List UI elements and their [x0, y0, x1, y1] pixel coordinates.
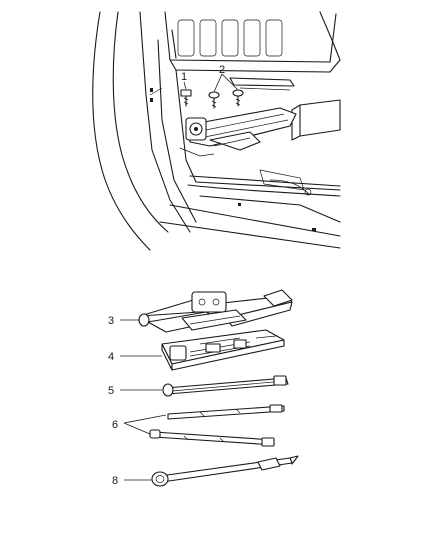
callout-4: 4 [108, 351, 114, 363]
fastener-2a [208, 91, 220, 109]
leader-6 [123, 414, 167, 435]
pillar-hole [150, 88, 153, 92]
extension-bar-lower [149, 429, 275, 447]
fastener-2b [232, 89, 244, 107]
callout-5: 5 [108, 385, 114, 397]
lug-wrench [151, 455, 299, 487]
pillar-hole [150, 98, 153, 102]
sill-hole [238, 203, 241, 206]
tool-mount-bracket [161, 329, 285, 371]
callout-2: 2 [219, 64, 225, 76]
callout-3: 3 [108, 315, 114, 327]
sill-hole [312, 228, 316, 231]
vehicle-cargo-area [92, 11, 341, 251]
leader-2 [213, 73, 239, 93]
jack [138, 289, 293, 333]
callout-8: 8 [112, 475, 118, 487]
leader-1 [183, 81, 187, 90]
jack-handle [162, 375, 289, 397]
callout-1: 1 [181, 71, 187, 83]
callout-6: 6 [112, 419, 118, 431]
fastener-1 [180, 89, 192, 107]
extension-bar-upper [167, 404, 285, 420]
mounted-jack-assembly [179, 107, 297, 157]
